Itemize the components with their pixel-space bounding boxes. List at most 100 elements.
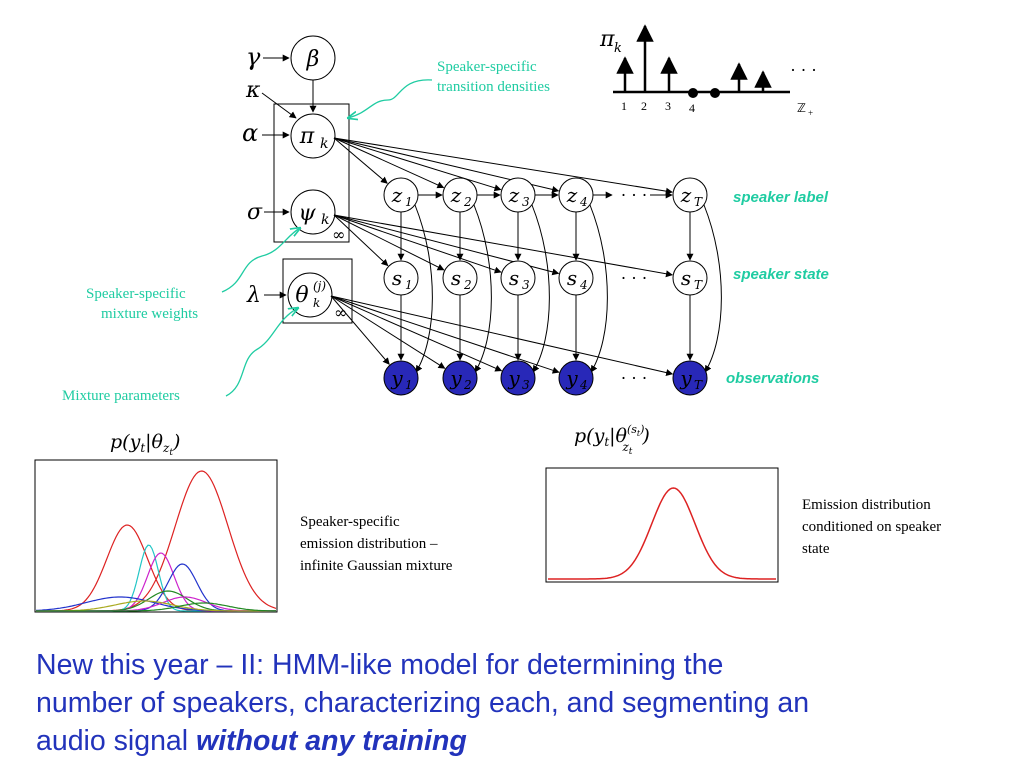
mixture-annotation-1: Speaker-specific (86, 286, 186, 302)
y-ellipsis: · · · (621, 368, 648, 388)
s-node-T (672, 260, 708, 296)
left-emission-title: p(yt|θzt) (110, 431, 180, 458)
z-node-2 (442, 177, 478, 213)
pi-chart-ellipsis: · · · (790, 60, 817, 80)
y-node-4 (558, 360, 594, 396)
alpha-label: α (242, 119, 258, 147)
pi-axis-label: ℤ (797, 101, 806, 115)
theta-to-y-edge (330, 295, 446, 369)
z-to-y-edge (473, 204, 492, 373)
s-node-2-label: s (451, 266, 461, 290)
right-emission-plot (545, 467, 779, 583)
kappa-label: κ (245, 78, 261, 103)
pi-tick-4: 4 (689, 101, 695, 115)
z-node-2-sub: 2 (463, 195, 472, 209)
s-node-3-sub: 3 (522, 278, 530, 292)
z-node-3-sub: 3 (522, 195, 530, 209)
pi-chart-sub: k (614, 41, 622, 56)
s-node-1-sub: 1 (405, 278, 413, 292)
z-to-y-edge (414, 204, 433, 373)
y-node-4-sub: 4 (579, 378, 588, 392)
psi-to-s-edge (333, 214, 673, 278)
mixture-component-curve (36, 602, 276, 612)
z-node-T-label: z (680, 183, 692, 207)
z-node-4-label: z (566, 183, 578, 207)
s-node-3 (500, 260, 536, 296)
z-node-1-label: z (391, 183, 403, 207)
right-gaussian-curve (548, 487, 776, 580)
lambda-label: λ (246, 283, 261, 308)
theta-to-y-edge (330, 295, 390, 365)
theta-label: θ (295, 283, 308, 308)
caption-line-3-plain: audio signal (36, 725, 197, 757)
y-node-T-label: y (679, 366, 692, 390)
y-node-2-sub: 2 (463, 378, 472, 392)
y-node-2-label: y (449, 366, 462, 390)
y-node-3-sub: 3 (522, 378, 530, 392)
transition-annotation-1: Speaker-specific (437, 59, 537, 75)
beta-label: β (306, 47, 320, 72)
z-to-y-edge (589, 204, 608, 373)
s-node-T-sub: T (694, 278, 703, 292)
z-node-1 (383, 177, 419, 213)
y-node-3-label: y (507, 366, 520, 390)
pi-to-z-edge (333, 137, 502, 192)
z-to-y-edge (531, 204, 550, 373)
theta-to-y-edge (330, 295, 503, 372)
plate-infinity-mixture: ∞ (334, 303, 347, 322)
speaker-plate (273, 103, 350, 243)
pi-to-z-edge (333, 137, 445, 189)
params-annotation: Mixture parameters (62, 388, 180, 404)
s-node-3-label: s (509, 266, 519, 290)
pi-label: π (299, 124, 315, 149)
psi-to-s-edge (333, 214, 502, 274)
speaker-state-text: speaker state (733, 266, 829, 283)
mixture-annotation-2: mixture weights (101, 306, 198, 322)
pi-dot (710, 88, 720, 98)
pi-node (290, 113, 336, 159)
s-node-1-label: s (392, 266, 402, 290)
psi-to-s-edge (333, 214, 445, 271)
s-node-4-label: s (567, 266, 577, 290)
pi-to-z-edge (333, 137, 673, 195)
z-to-y-edge (703, 204, 722, 373)
z-node-2-label: z (450, 183, 462, 207)
s-ellipsis: · · · (621, 268, 648, 288)
left-desc-1: Speaker-specific (300, 514, 400, 530)
psi-to-s-edge (333, 214, 389, 267)
s-node-2 (442, 260, 478, 296)
y-node-T-sub: T (694, 378, 703, 392)
s-node-2-sub: 2 (463, 278, 472, 292)
s-node-4 (558, 260, 594, 296)
left-desc-3: infinite Gaussian mixture (300, 558, 453, 574)
plate-infinity-speaker: ∞ (332, 225, 345, 244)
theta-to-y-edge (330, 295, 560, 374)
speaker-label-text: speaker label (733, 189, 829, 206)
left-desc-2: emission distribution – (300, 536, 438, 552)
caption-emphasis: without any training (196, 725, 467, 757)
y-node-T (672, 360, 708, 396)
s-node-4-sub: 4 (579, 278, 588, 292)
z-node-3-label: z (508, 183, 520, 207)
right-desc-2: conditioned on speaker (802, 519, 941, 535)
pi-axis-sub: + (808, 108, 813, 118)
caption-line-3: audio signal without any training (36, 722, 996, 760)
caption-line-2: number of speakers, characterizing each,… (36, 687, 810, 719)
gamma-label: γ (246, 43, 261, 71)
s-node-T-label: s (681, 266, 691, 290)
pi-to-z-edge (333, 137, 388, 184)
caption-line-1: New this year – II: HMM-like model for d… (36, 649, 724, 681)
right-desc-1: Emission distribution (802, 497, 931, 513)
pi-tick-2: 2 (641, 99, 647, 113)
z-node-T (672, 177, 708, 213)
z-node-1-sub: 1 (405, 195, 413, 209)
pi-sub: k (320, 136, 328, 152)
pi-chart-label: π (599, 27, 615, 52)
theta-sup: (j) (313, 279, 326, 293)
y-node-1-label: y (390, 366, 403, 390)
z-node-T-sub: T (694, 195, 703, 209)
right-desc-3: state (802, 541, 830, 557)
s-node-1 (383, 260, 419, 296)
y-node-4-label: y (565, 366, 578, 390)
